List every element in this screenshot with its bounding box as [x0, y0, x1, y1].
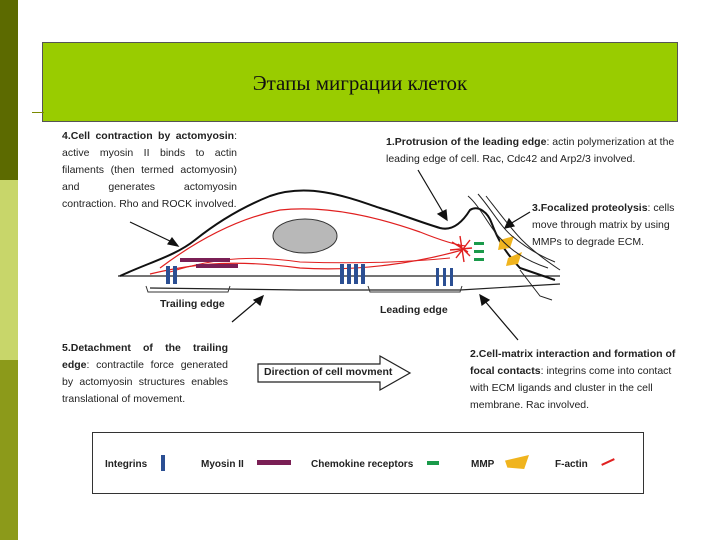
legend-myosin-swatch: [257, 460, 291, 465]
legend-integrin-swatch: [161, 455, 165, 471]
step4-heading: 4.Cell contraction by actomyosin: [62, 130, 235, 142]
substrate-bottom-line: [149, 283, 561, 291]
step1-body: actin polymerization at the leading edge…: [386, 136, 675, 165]
sidebar-segment-light: [0, 180, 18, 360]
cell-membrane-outline: [119, 189, 556, 281]
step5-heading: 5.Detachment of the trailing edge: [62, 342, 228, 371]
slide-title: Этапы миграции клеток: [252, 71, 468, 95]
legend-myosin-label: Myosin II: [201, 459, 244, 470]
annotation-arrows: [129, 169, 531, 341]
trailing-edge-bracket: [145, 285, 231, 293]
nucleus: [272, 218, 338, 254]
ecm-fibres: [467, 193, 561, 301]
myosin-ii-bar-1: [180, 258, 230, 262]
step5-body: contractile force generated by actomyosi…: [62, 359, 228, 405]
direction-arrow: [257, 354, 412, 392]
chemokine-receptors: [474, 242, 484, 261]
integrin-cluster-leading: [436, 268, 453, 286]
mmp-markers: [498, 236, 522, 266]
sidebar-decoration: [0, 0, 18, 540]
myosin-ii-bar-2: [196, 264, 238, 268]
title-box: Этапы миграции клеток: [42, 42, 678, 122]
integrin-cluster-middle: [340, 264, 365, 284]
direction-label: Direction of cell movment: [264, 366, 393, 378]
sidebar-segment-mid: [0, 360, 18, 540]
step4-body: active myosin II binds to actin filament…: [62, 147, 237, 210]
step3-heading: 3.Focalized proteolysis: [532, 202, 648, 214]
legend-mmp-label: MMP: [471, 459, 495, 470]
step3-body: cells move through matrix by using MMPs …: [532, 202, 675, 248]
legend-mmp-swatch: [505, 455, 529, 469]
legend-factin-swatch: [601, 458, 615, 466]
step2-heading: 2.Cell-matrix interaction and formation …: [470, 348, 676, 377]
legend: Integrins Myosin II Chemokine receptors …: [92, 432, 644, 494]
legend-chemokine-swatch: [427, 461, 439, 465]
legend-chemokine-label: Chemokine receptors: [311, 459, 414, 470]
actin-leading-tangle: [449, 235, 473, 263]
step4-text: 4.Cell contraction by actomyosin: active…: [62, 130, 237, 210]
step1-text: 1.Protrusion of the leading edge: actin …: [386, 136, 675, 165]
trailing-edge-label: Trailing edge: [160, 298, 225, 310]
step2-body: integrins come into contact with ECM lig…: [470, 365, 672, 411]
step5-text: 5.Detachment of the trailing edge: contr…: [62, 342, 228, 405]
step2-text: 2.Cell-matrix interaction and formation …: [470, 348, 676, 411]
decorative-line: [32, 112, 44, 113]
integrin-cluster-trailing: [166, 266, 177, 284]
leading-edge-label: Leading edge: [380, 304, 448, 316]
legend-factin-label: F-actin: [555, 459, 588, 470]
step1-heading: 1.Protrusion of the leading edge: [386, 136, 547, 148]
leading-edge-bracket: [367, 285, 463, 293]
sidebar-segment-dark: [0, 0, 18, 180]
actin-filament-2: [159, 208, 467, 269]
legend-integrins-label: Integrins: [105, 459, 148, 470]
step3-text: 3.Focalized proteolysis: cells move thro…: [532, 202, 675, 248]
